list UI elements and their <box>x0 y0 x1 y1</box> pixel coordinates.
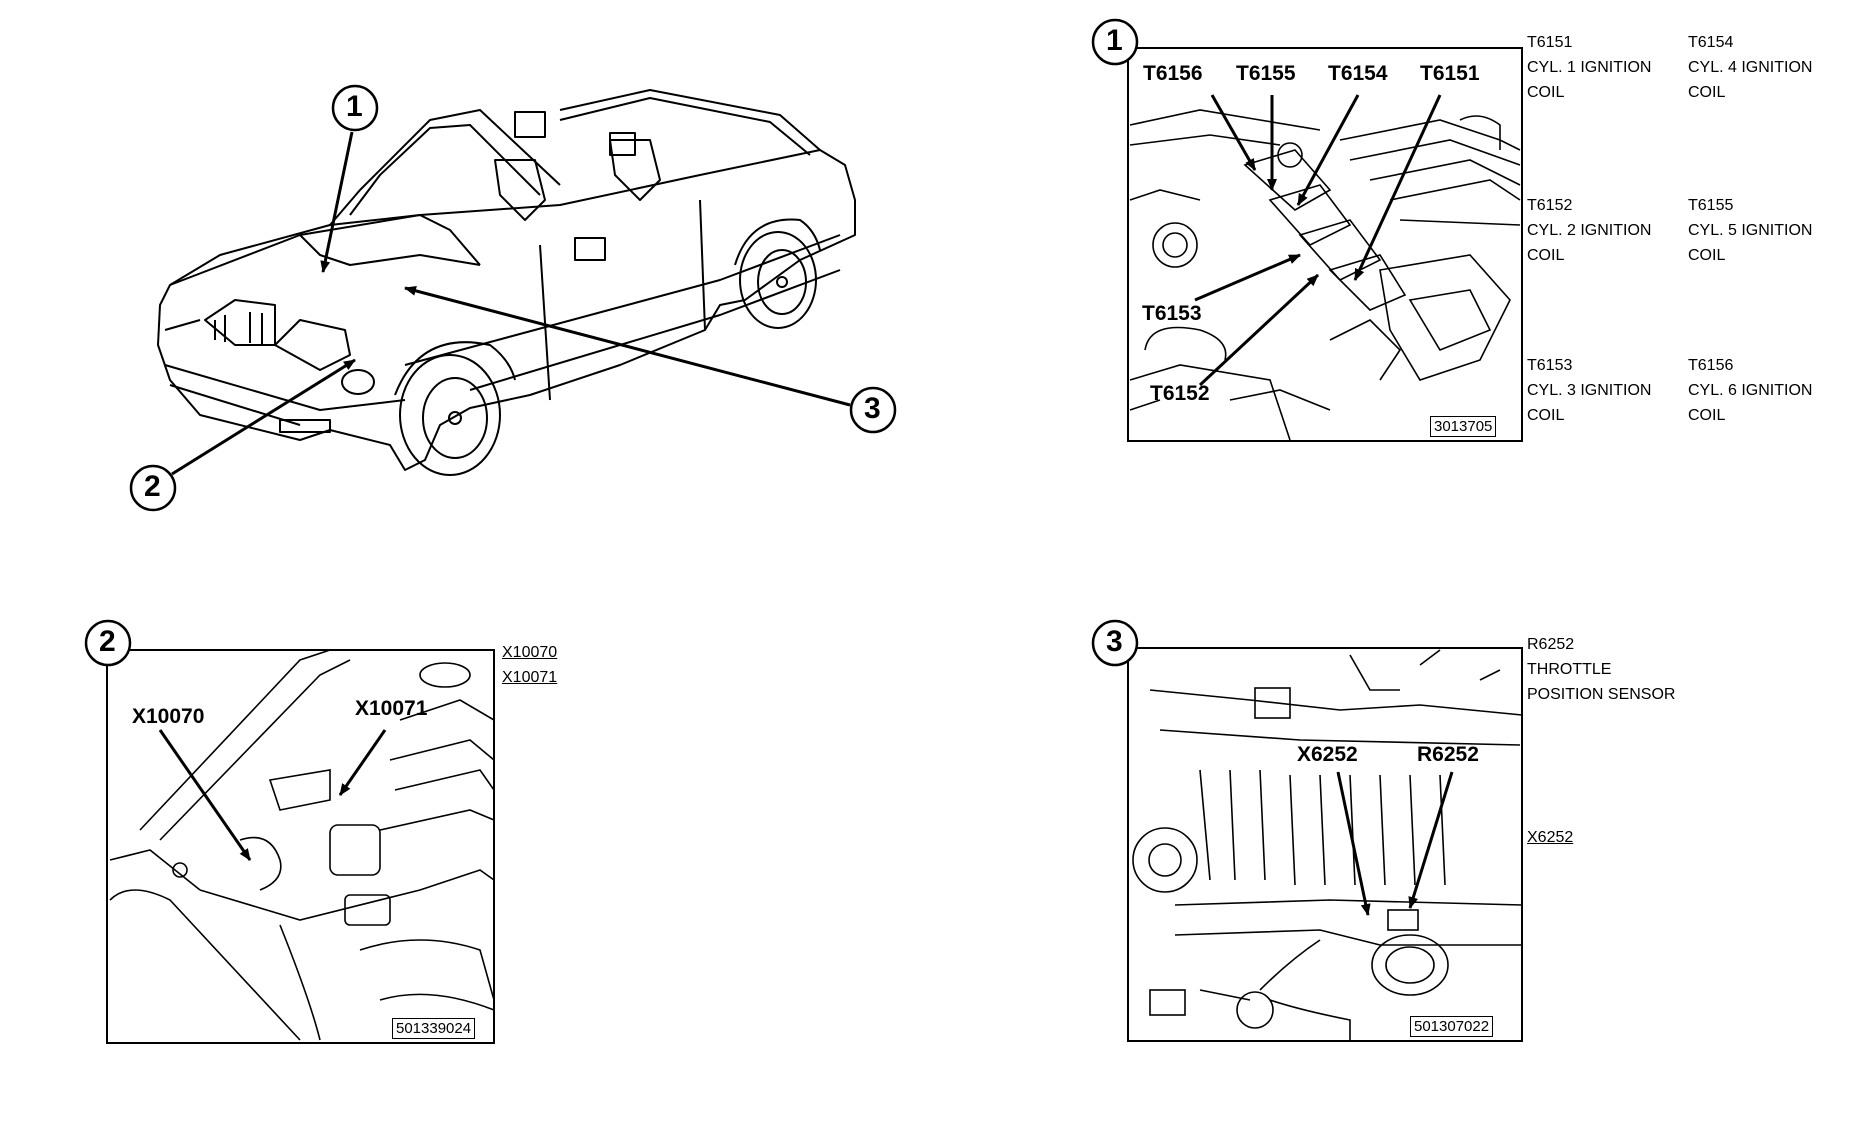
legend-line2: COIL <box>1527 84 1565 101</box>
detail3-arrows <box>1336 771 1454 916</box>
detail1-arrows <box>1194 94 1442 387</box>
detail2-arrows <box>158 729 387 861</box>
legend-line2: COIL <box>1527 247 1565 264</box>
detail3-engine-drawing <box>1132 649 1523 1041</box>
detail1-label-t6152: T6152 <box>1150 382 1210 405</box>
detail3-legend-x6252: X6252 <box>1527 829 1574 846</box>
legend-line2: COIL <box>1688 84 1726 101</box>
detail1-label-t6151: T6151 <box>1420 62 1480 85</box>
legend-line1: CYL. 1 IGNITION <box>1527 59 1652 76</box>
detail1-legend-t6152: T6152 CYL. 2 IGNITION COIL <box>1527 193 1651 268</box>
detail1-label-t6155: T6155 <box>1236 62 1296 85</box>
detail3-label-x6252: X6252 <box>1297 743 1358 766</box>
detail2-engine-drawing <box>109 649 495 1041</box>
detail1-number-circle <box>1091 18 1139 66</box>
detail1-legend-t6154: T6154 CYL. 4 IGNITION COIL <box>1688 30 1812 105</box>
legend-line2: COIL <box>1527 407 1565 424</box>
detail1-engine-drawing <box>1129 109 1521 441</box>
detail3-label-r6252: R6252 <box>1417 743 1479 766</box>
legend-code: T6151 <box>1527 34 1573 51</box>
detail3-frame <box>1127 647 1523 1042</box>
detail3-ref-number: 501307022 <box>1410 1016 1494 1037</box>
detail1-ref-number: 3013705 <box>1430 416 1497 437</box>
detail2-frame <box>106 649 495 1044</box>
overview-callout-2-number: 2 <box>144 470 161 503</box>
legend-code: T6152 <box>1527 197 1573 214</box>
detail1-legend-t6151: T6151 CYL. 1 IGNITION COIL <box>1527 30 1651 105</box>
legend-code: T6154 <box>1688 34 1734 51</box>
detail1-number: 1 <box>1106 24 1123 57</box>
legend-line1: CYL. 6 IGNITION <box>1688 382 1813 399</box>
legend-line1: CYL. 5 IGNITION <box>1688 222 1813 239</box>
detail1-legend-t6153: T6153 CYL. 3 IGNITION COIL <box>1527 353 1651 428</box>
legend-line1: CYL. 3 IGNITION <box>1527 382 1652 399</box>
detail2-number: 2 <box>99 625 116 658</box>
detail1-legend-t6156: T6156 CYL. 6 IGNITION COIL <box>1688 353 1812 428</box>
detail1-label-t6156: T6156 <box>1143 62 1203 85</box>
legend-code: T6156 <box>1688 357 1734 374</box>
detail3-number-circle <box>1091 619 1139 667</box>
detail1-label-t6153: T6153 <box>1142 302 1202 325</box>
overview-callout-3 <box>404 285 897 434</box>
legend-line1: THROTTLE <box>1527 661 1612 678</box>
overview-callout-1 <box>320 84 379 273</box>
detail1-label-t6154: T6154 <box>1328 62 1388 85</box>
legend-line2: COIL <box>1688 407 1726 424</box>
legend-line2: COIL <box>1688 247 1726 264</box>
car-illustration <box>157 89 856 476</box>
detail2-label-x10071: X10071 <box>355 697 428 720</box>
detail3-legend-r6252: R6252 THROTTLE POSITION SENSOR <box>1527 632 1675 707</box>
detail2-legend: X10070 X10071 <box>502 640 557 690</box>
detail2-number-circle <box>84 619 132 667</box>
overview-callout-2 <box>129 358 356 512</box>
legend-code: T6153 <box>1527 357 1573 374</box>
legend-line1: CYL. 4 IGNITION <box>1688 59 1813 76</box>
legend-code: T6155 <box>1688 197 1734 214</box>
detail3-number: 3 <box>1106 625 1123 658</box>
detail1-legend-t6155: T6155 CYL. 5 IGNITION COIL <box>1688 193 1812 268</box>
overview-callout-3-number: 3 <box>864 392 881 425</box>
detail2-ref-number: 501339024 <box>392 1018 476 1039</box>
legend-line2: POSITION SENSOR <box>1527 686 1676 703</box>
overview-callout-1-number: 1 <box>346 90 363 123</box>
legend-connector-x10070: X10070 <box>502 644 558 661</box>
legend-code: R6252 <box>1527 636 1575 653</box>
detail2-label-x10070: X10070 <box>132 705 205 728</box>
legend-connector-x10071: X10071 <box>502 669 558 686</box>
detail1-frame <box>1127 47 1523 442</box>
legend-line1: CYL. 2 IGNITION <box>1527 222 1652 239</box>
